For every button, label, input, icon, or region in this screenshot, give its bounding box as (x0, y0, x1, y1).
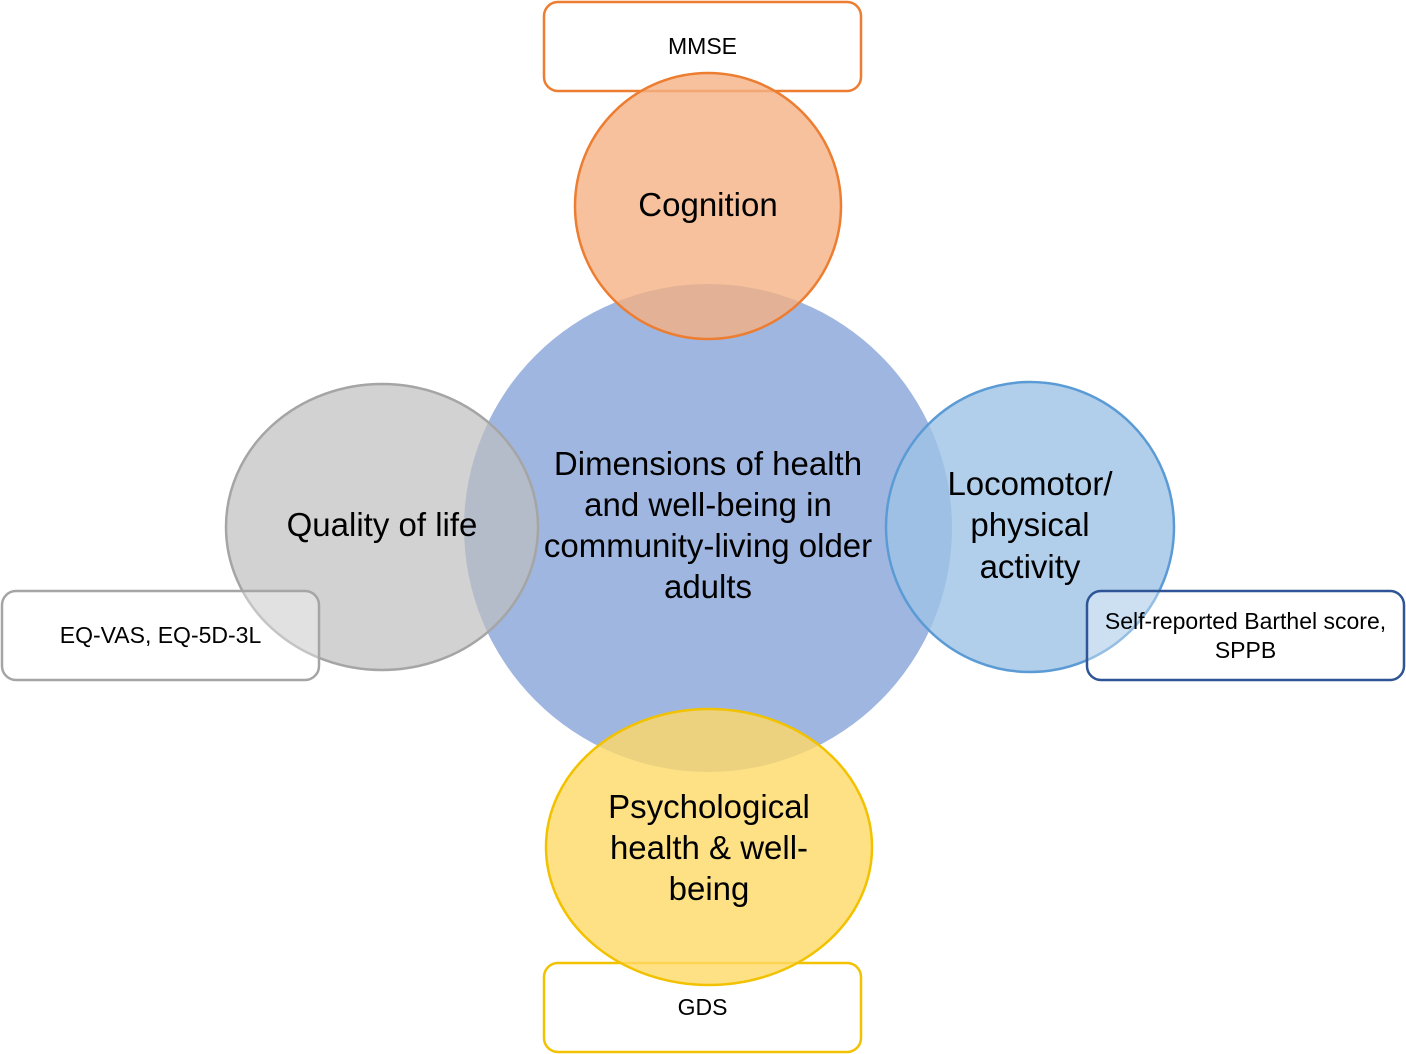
gds-label: GDS (677, 994, 728, 1021)
quality-of-life-label: Quality of life (286, 506, 478, 544)
quality-of-life-circle (224, 382, 540, 672)
mmse-label: MMSE (668, 33, 737, 60)
eq-box (0, 589, 321, 682)
psychological-circle (544, 707, 874, 987)
barthel-label: Self-reported Barthel score, SPPB (1104, 607, 1387, 663)
cognition-label: Cognition (638, 186, 778, 224)
locomotor-circle (884, 380, 1176, 674)
center-title: Dimensions of health and well-being in c… (543, 444, 873, 606)
center-circle (464, 284, 952, 772)
eq-label: EQ-VAS, EQ-5D-3L (59, 622, 262, 649)
locomotor-label: Locomotor/ physical activity (947, 465, 1113, 585)
cognition-circle (573, 71, 843, 341)
psychological-label: Psychological health & well-being (608, 787, 810, 908)
barthel-box (1085, 589, 1406, 682)
